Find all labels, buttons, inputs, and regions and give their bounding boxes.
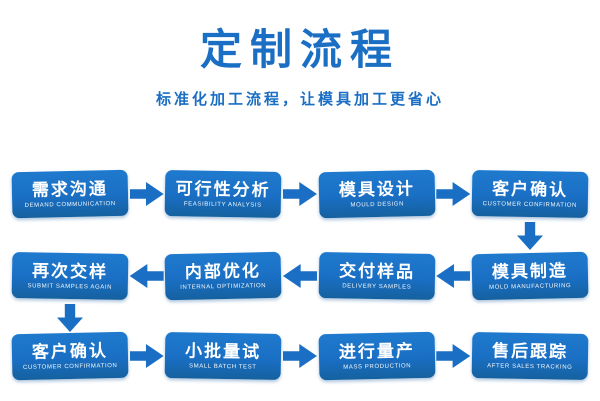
flow-row-1: 需求沟通 DEMAND COMMUNICATION 可行性分析 FEASIBIL… bbox=[11, 169, 589, 219]
flow-step-sublabel: SMALL BATCH TEST bbox=[189, 363, 257, 371]
flow-step-label: 进行量产 bbox=[338, 341, 415, 362]
flow-step-sublabel: CUSTOMER CONFIRMATION bbox=[22, 363, 118, 372]
flow-step-label: 模具制造 bbox=[491, 261, 569, 282]
flow-step-submit-samples-again: 再次交样 SUBMIT SAMPLES AGAIN bbox=[11, 251, 129, 301]
flow-step-sublabel: DEMAND COMMUNICATION bbox=[24, 201, 116, 210]
flow-step-small-batch-test: 小批量试 SMALL BATCH TEST bbox=[164, 331, 282, 381]
flow-step-label: 客户确认 bbox=[31, 341, 109, 362]
arrow-left-icon bbox=[282, 264, 317, 288]
flow-step-customer-confirmation-2: 客户确认 CUSTOMER CONFIRMATION bbox=[11, 331, 129, 381]
arrow-right-icon bbox=[129, 344, 164, 368]
page-subtitle: 标准化加工流程，让模具加工更省心 bbox=[155, 91, 444, 108]
flow-step-label: 需求沟通 bbox=[31, 179, 109, 200]
arrow-right-icon bbox=[282, 344, 317, 368]
flow-step-sublabel: DELIVERY SAMPLES bbox=[341, 283, 412, 291]
flow-step-mass-production: 进行量产 MASS PRODUCTION bbox=[318, 331, 436, 381]
flow-step-feasibility-analysis: 可行性分析 FEASIBILITY ANALYSIS bbox=[164, 169, 282, 219]
flow-step-mould-design: 模具设计 MOULD DESIGN bbox=[318, 169, 436, 219]
arrow-down-icon bbox=[517, 222, 543, 250]
flow-step-label: 小批量试 bbox=[185, 341, 262, 362]
flow-step-mold-manufacturing: 模具制造 MOLD MANUFACTURING bbox=[471, 251, 589, 301]
arrow-right-icon bbox=[282, 182, 317, 206]
flow-step-sublabel: MOLD MANUFACTURING bbox=[489, 283, 572, 292]
arrow-down-icon bbox=[57, 304, 83, 332]
flow-step-sublabel: SUBMIT SAMPLES AGAIN bbox=[27, 283, 113, 291]
flow-step-label: 再次交样 bbox=[31, 261, 109, 282]
flow-step-label: 模具设计 bbox=[338, 179, 415, 200]
flow-step-label: 可行性分析 bbox=[175, 178, 272, 200]
arrow-right-icon bbox=[129, 182, 164, 206]
flow-step-sublabel: AFTER SALES TRACKING bbox=[487, 363, 573, 371]
page-title: 定制流程 bbox=[199, 26, 400, 73]
arrow-left-icon bbox=[129, 264, 164, 288]
flow-step-sublabel: FEASIBILITY ANALYSIS bbox=[184, 201, 263, 209]
flow-step-sublabel: MOULD DESIGN bbox=[350, 201, 404, 209]
flow-step-sublabel: MASS PRODUCTION bbox=[342, 363, 411, 371]
flow-step-label: 客户确认 bbox=[491, 179, 569, 200]
flow-step-sublabel: INTERNAL OPTIMIZATION bbox=[180, 283, 267, 292]
arrow-left-icon bbox=[436, 264, 471, 288]
arrow-right-icon bbox=[436, 344, 471, 368]
flow-step-internal-optimization: 内部优化 INTERNAL OPTIMIZATION bbox=[164, 251, 282, 301]
flow-step-sublabel: CUSTOMER CONFIRMATION bbox=[482, 201, 577, 210]
flow-row-2: 再次交样 SUBMIT SAMPLES AGAIN 内部优化 INTERNAL … bbox=[11, 251, 589, 301]
flow-step-demand-communication: 需求沟通 DEMAND COMMUNICATION bbox=[11, 169, 129, 219]
flow-step-after-sales-tracking: 售后跟踪 AFTER SALES TRACKING bbox=[471, 331, 589, 381]
flow-step-label: 售后跟踪 bbox=[491, 341, 569, 362]
flow-step-customer-confirmation-1: 客户确认 CUSTOMER CONFIRMATION bbox=[471, 169, 589, 219]
flow-step-label: 交付样品 bbox=[338, 261, 415, 282]
flow-row-3: 客户确认 CUSTOMER CONFIRMATION 小批量试 SMALL BA… bbox=[11, 331, 589, 381]
flow-step-label: 内部优化 bbox=[185, 261, 262, 282]
flow-step-delivery-samples: 交付样品 DELIVERY SAMPLES bbox=[318, 251, 436, 301]
arrow-right-icon bbox=[436, 182, 471, 206]
